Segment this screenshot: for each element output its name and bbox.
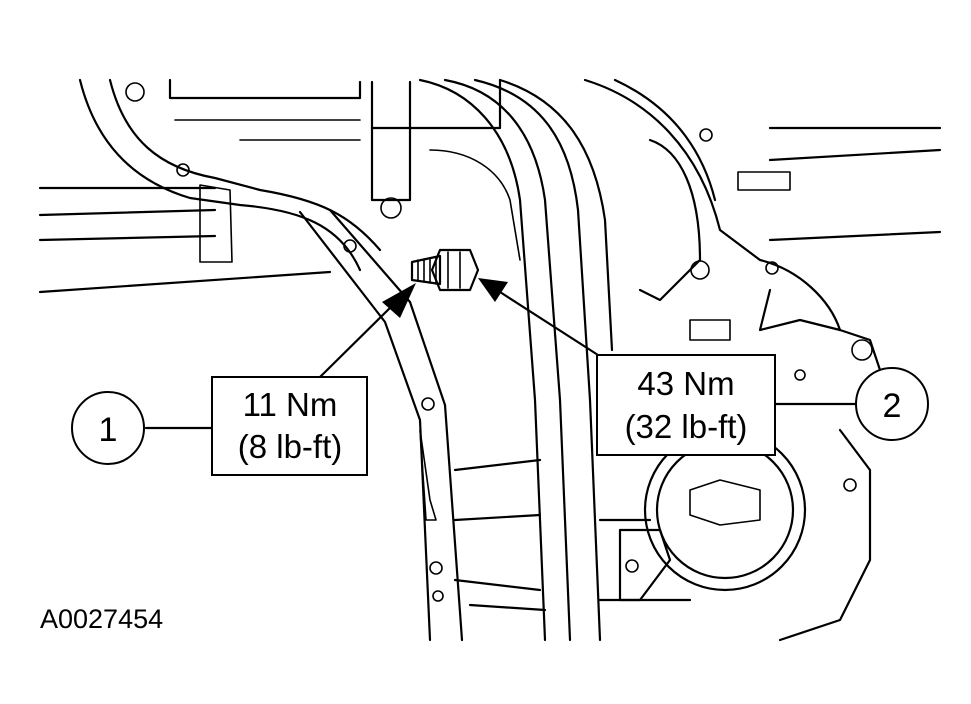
tube-b [443,78,572,642]
arrow-2-head [478,278,508,302]
figure-id: A0027454 [40,604,163,634]
flange-bolt [343,239,357,253]
torque-spec-box [596,354,776,456]
right-rib [638,138,702,302]
tube-a [418,78,547,642]
right-housing-outer [583,78,842,332]
flange-slot [419,429,437,521]
engine-casing-illustration [38,78,942,642]
right-cover-edge [758,288,882,372]
right-cover-bolt [851,339,873,361]
callout-number: 2 [883,387,902,425]
right-housing-inner [613,78,717,202]
leader-2-to-arrow [498,290,600,357]
right-cover-tab [689,319,731,341]
lower-bracket [618,528,672,602]
housing-bolt [176,163,190,177]
lower-crossbars [453,458,547,612]
flange-bolt [432,590,444,602]
round-cover-inner [655,440,795,580]
flange-outer-left [298,210,432,642]
torque-spec-box [211,376,368,476]
upper-left-housing-edge [78,78,362,272]
upper-left-housing-inner [108,78,382,252]
right-bolt [690,260,710,280]
torque-value-nm: 11 Nm [243,386,338,423]
right-rails [768,126,942,242]
lower-right-edge [778,428,872,642]
flange-bolt [429,561,443,575]
lower-right-crossbars [598,518,692,602]
cover-bolt [843,478,857,492]
center-bracket [370,78,502,130]
left-clamp [199,184,233,263]
center-post [370,80,412,202]
round-cover-hub [689,479,761,526]
tube-c [473,78,602,642]
center-post-bolt [380,197,402,219]
arrow-1-head [382,283,416,318]
center-tube [429,149,521,261]
upper-box-top [168,78,362,100]
leader-1-to-arrow [318,298,400,379]
callout-number-circle [71,391,145,465]
torque-value-lbft: (8 lb-ft) [238,428,343,465]
housing-bolt [125,82,145,102]
leader-lines [144,278,858,430]
torque-value-nm: 43 Nm [637,365,734,402]
upper-box-lines [174,119,361,141]
right-bolt [765,261,779,275]
tube-d [498,78,614,352]
torque-value-lbft: (32 lb-ft) [625,408,748,445]
cover-bolt [625,559,639,573]
flange-bolt [421,397,435,411]
callout-number: 1 [99,411,118,449]
flange-outer-right [328,208,464,642]
callout-1: 1 11 Nm (8 lb-ft) [71,376,368,476]
drain-plug-fastener [410,248,480,292]
right-bolt [699,128,713,142]
callout-2: 43 Nm (32 lb-ft) 2 [596,354,929,456]
cover-bolt [794,369,806,381]
callout-number-circle [855,367,929,441]
left-rails [38,186,332,294]
right-clamp [737,171,791,191]
